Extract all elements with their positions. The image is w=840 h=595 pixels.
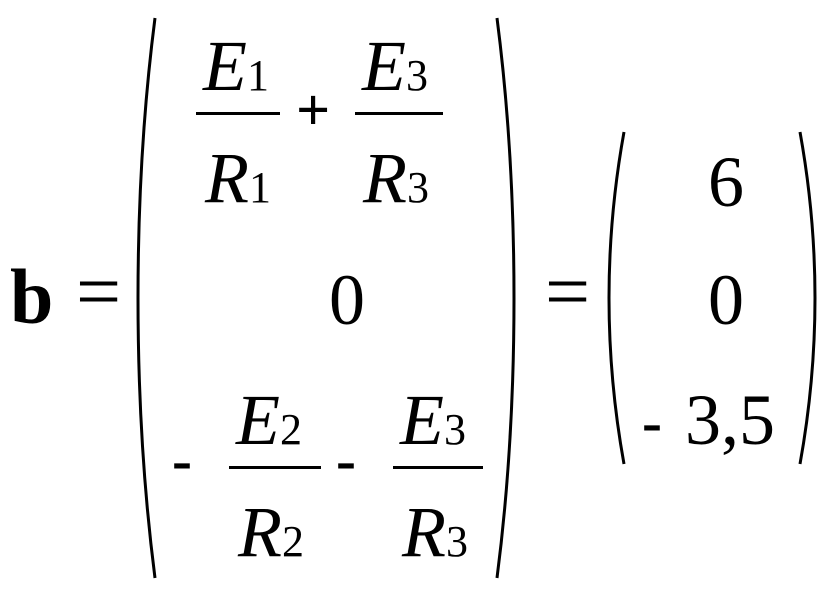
minus-sign-numeric: - [642,389,662,455]
minus-sign: - [172,427,192,493]
right-paren-numeric [798,131,817,465]
fraction-bar [355,112,443,115]
fraction-numerator: E2 [236,380,302,460]
fraction-numerator: E3 [400,380,466,460]
vector-b: b [10,253,54,340]
fraction-numerator: E3 [362,26,428,106]
matrix-entry-neg-3-5: 3,5 [685,380,775,460]
fraction-denominator: R3 [402,492,468,572]
fraction-denominator: R2 [238,492,304,572]
minus-operator: - [336,427,356,493]
left-paren-numeric [607,131,626,465]
left-paren-symbolic [136,17,157,579]
matrix-entry-zero: 0 [329,260,365,340]
equals-sign: = [76,248,122,336]
matrix-entry-0: 0 [708,260,744,340]
equals-sign-2: = [545,248,591,336]
fraction-denominator: R3 [363,138,429,218]
fraction-bar [196,112,280,115]
plus-operator: + [296,77,331,143]
fraction-bar [229,466,321,469]
fraction-numerator: E1 [203,26,269,106]
fraction-bar [393,466,483,469]
fraction-denominator: R1 [205,138,271,218]
right-paren-symbolic [495,17,516,579]
matrix-entry-6: 6 [708,142,744,222]
